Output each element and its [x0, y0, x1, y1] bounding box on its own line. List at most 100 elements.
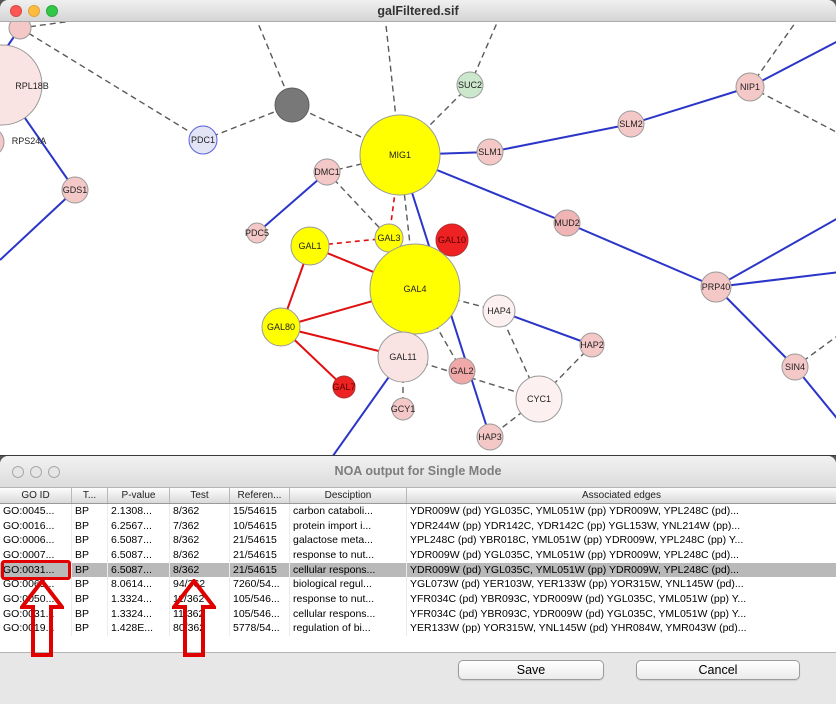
graph-node-mud2[interactable]: [553, 209, 581, 237]
graph-edge[interactable]: [566, 222, 717, 288]
table-cell: 1.3324...: [108, 606, 170, 622]
graph-node-prp40[interactable]: [700, 271, 732, 303]
graph-edge[interactable]: [384, 22, 401, 156]
close-button[interactable]: [10, 5, 22, 17]
graph-edge[interactable]: [202, 104, 293, 141]
node-label: MUD2: [554, 218, 580, 228]
graph-node-gal2[interactable]: [448, 357, 476, 385]
graph-node-gds1[interactable]: [61, 176, 89, 204]
graph-node-cut-tl[interactable]: [8, 22, 32, 40]
close-button-inactive[interactable]: [12, 466, 24, 478]
graph-edge[interactable]: [19, 27, 204, 141]
table-cell: YDR009W (pd) YGL035C, YML051W (pp) YDR00…: [410, 563, 739, 576]
graph-node-gal80[interactable]: [261, 307, 301, 347]
minimize-button[interactable]: [28, 5, 40, 17]
table-cell: 80/362: [170, 621, 230, 636]
node-label: HAP3: [478, 432, 502, 442]
graph-node-gcy1[interactable]: [391, 397, 415, 421]
column-header-desciption[interactable]: Desciption: [290, 488, 407, 503]
graph-node-gal7[interactable]: [332, 375, 356, 399]
graph-node-gray1[interactable]: [274, 87, 310, 123]
table-cell: YDR009W (pd) YGL035C, YML051W (pp) YDR00…: [410, 548, 739, 561]
graph-node-gal11[interactable]: [377, 331, 429, 383]
graph-node-gal1[interactable]: [290, 226, 330, 266]
column-header-test[interactable]: Test: [170, 488, 230, 503]
graph-node-sin4[interactable]: [781, 353, 809, 381]
table-cell: YPL248C (pd) YBR018C, YML051W (pp) YDR00…: [410, 534, 744, 547]
table-cell: cellular respons...: [290, 562, 407, 578]
column-header-p-value[interactable]: P-value: [108, 488, 170, 503]
graph-edge[interactable]: [19, 22, 110, 29]
graph-edge[interactable]: [630, 86, 751, 125]
graph-edge[interactable]: [715, 217, 836, 288]
table-cell: 7/362: [170, 518, 230, 534]
graph-node-slm1[interactable]: [476, 138, 504, 166]
table-cell: 8/362: [170, 504, 230, 519]
graph-node-pdc1[interactable]: [188, 125, 218, 155]
save-button[interactable]: Save: [458, 660, 604, 680]
table-cell: BP: [72, 562, 108, 578]
table-cell: 10/54615: [230, 518, 290, 534]
graph-node-hap3[interactable]: [476, 423, 504, 451]
graph-node-suc2[interactable]: [456, 71, 484, 99]
table-cell: 21/54615: [230, 562, 290, 578]
graph-edge[interactable]: [489, 123, 632, 153]
table-cell: 6.5087...: [108, 547, 170, 563]
table-cell: 1.428E...: [108, 621, 170, 636]
minimize-button-inactive[interactable]: [30, 466, 42, 478]
graph-edge[interactable]: [715, 286, 796, 368]
node-label: HAP4: [487, 306, 511, 316]
table-cell: 105/546...: [230, 591, 290, 607]
graph-node-dmc1[interactable]: [313, 158, 341, 186]
graph-edge[interactable]: [749, 40, 836, 88]
graph-node-gal10[interactable]: [435, 223, 469, 257]
column-header-go-id[interactable]: GO ID: [0, 488, 72, 503]
table-cell: 21/54615: [230, 533, 290, 548]
column-header-associated-edges[interactable]: Associated edges: [582, 490, 661, 501]
graph-node-hap4[interactable]: [482, 294, 516, 328]
graph-node-mig1[interactable]: [359, 114, 441, 196]
table-cell: GO:0019...: [0, 621, 72, 636]
column-header-t[interactable]: T...: [72, 488, 108, 503]
table-cell: GO:0031...: [0, 606, 72, 622]
graph-edge[interactable]: [326, 171, 390, 239]
node-label: GAL7: [332, 382, 355, 392]
column-header-referen[interactable]: Referen...: [230, 488, 290, 503]
zoom-button[interactable]: [46, 5, 58, 17]
graph-node-hap2[interactable]: [579, 332, 605, 358]
zoom-button-inactive[interactable]: [48, 466, 60, 478]
graph-edge[interactable]: [256, 171, 328, 234]
table-cell: 11/362: [170, 591, 230, 607]
node-label: GAL4: [403, 284, 426, 294]
window-title: galFiltered.sif: [377, 4, 459, 18]
graph-node-rps24a[interactable]: [0, 128, 5, 156]
node-label: GAL1: [298, 241, 321, 251]
graph-node-cyc1[interactable]: [515, 375, 563, 423]
graph-node-pdc5[interactable]: [246, 222, 268, 244]
graph-node-gal4[interactable]: [369, 243, 461, 335]
graph-edge[interactable]: [749, 86, 836, 134]
cancel-button[interactable]: Cancel: [636, 660, 800, 680]
graph-edge[interactable]: [0, 189, 76, 261]
graph-edge[interactable]: [498, 310, 593, 346]
table-cell: BP: [72, 533, 108, 548]
graph-node-slm2[interactable]: [617, 110, 645, 138]
graph-node-nip1[interactable]: [735, 72, 765, 102]
table-cell: 6.5087...: [108, 533, 170, 548]
table-cell: BP: [72, 606, 108, 622]
table-cell: BP: [72, 504, 108, 519]
graph-node-rpl18b[interactable]: [0, 44, 43, 126]
graph-edge[interactable]: [715, 271, 836, 288]
